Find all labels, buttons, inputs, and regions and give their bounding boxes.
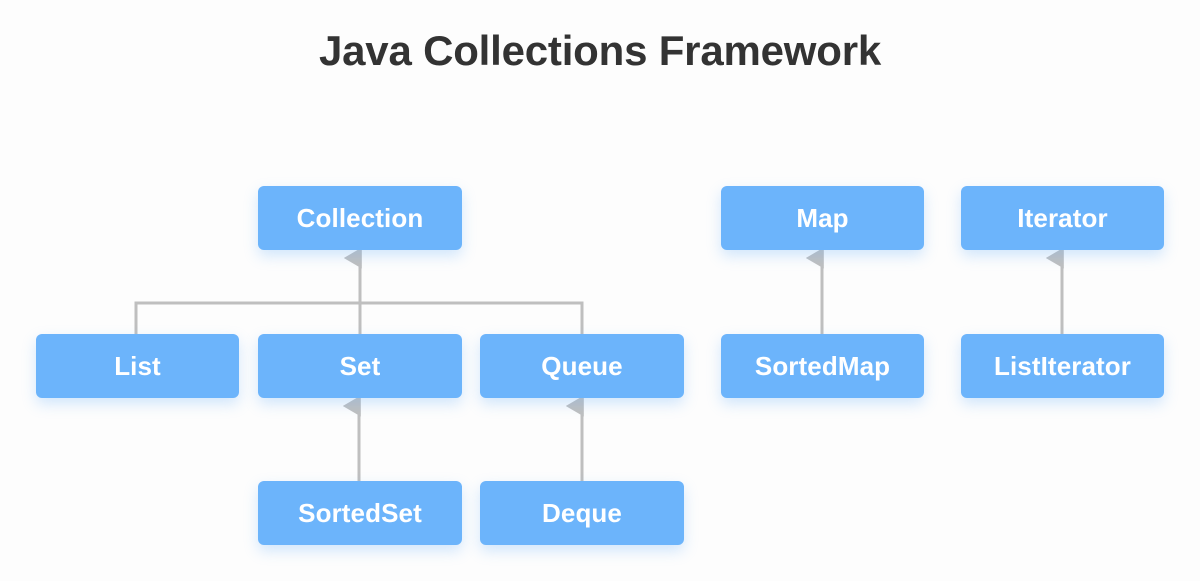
node-sortedmap[interactable]: SortedMap <box>721 334 924 398</box>
node-listiterator[interactable]: ListIterator <box>961 334 1164 398</box>
page-title: Java Collections Framework <box>318 27 882 74</box>
node-sortedset[interactable]: SortedSet <box>258 481 462 545</box>
node-sortedmap-label: SortedMap <box>754 351 891 381</box>
node-list[interactable]: List <box>36 334 239 398</box>
node-collection[interactable]: Collection <box>258 186 462 250</box>
node-queue-label: Queue <box>541 351 623 381</box>
node-set-label: Set <box>339 351 381 381</box>
node-listiterator-label: ListIterator <box>993 351 1131 381</box>
node-deque[interactable]: Deque <box>480 481 684 545</box>
node-iterator-label: Iterator <box>1017 203 1108 233</box>
node-queue[interactable]: Queue <box>480 334 684 398</box>
node-map-label: Map <box>796 203 849 233</box>
node-map[interactable]: Map <box>721 186 924 250</box>
node-list-label: List <box>114 351 161 381</box>
node-deque-label: Deque <box>542 498 622 528</box>
edge-collection-tree <box>134 247 584 334</box>
node-iterator[interactable]: Iterator <box>961 186 1164 250</box>
node-sortedset-label: SortedSet <box>298 498 422 528</box>
node-collection-label: Collection <box>296 203 424 233</box>
node-set[interactable]: Set <box>258 334 462 398</box>
